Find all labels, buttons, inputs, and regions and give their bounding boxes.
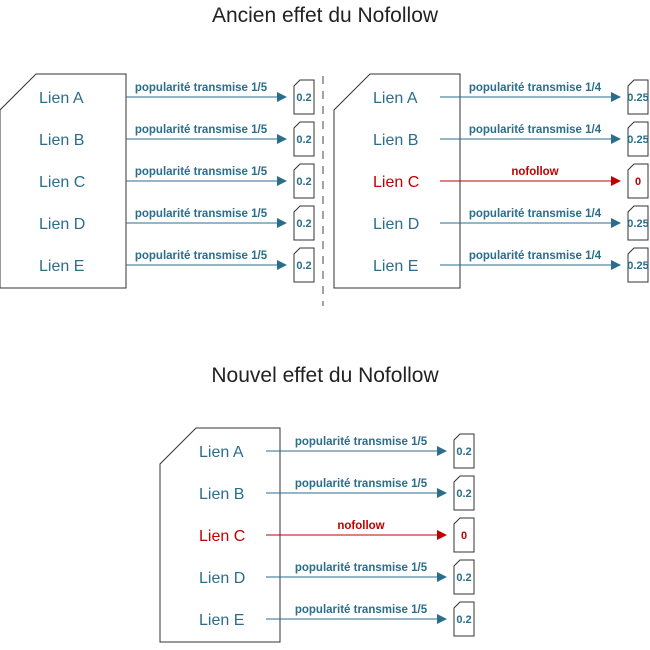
- transmitted-value: 0.2: [296, 176, 311, 188]
- target-document: [627, 247, 649, 283]
- transmitted-value: 0: [461, 530, 467, 542]
- target-document: [453, 475, 475, 511]
- link-name: Lien C: [39, 174, 85, 191]
- transmitted-value: 0.25: [627, 260, 648, 272]
- target-document: [627, 79, 649, 115]
- transmitted-value: 0.2: [456, 614, 471, 626]
- arrow-label: popularité transmise 1/4: [469, 124, 602, 136]
- target-document: [627, 205, 649, 241]
- arrow-label: popularité transmise 1/5: [135, 208, 268, 220]
- link-name: Lien E: [373, 258, 418, 275]
- link-name: Lien C: [199, 528, 245, 545]
- link-name: Lien A: [199, 444, 244, 461]
- link-name: Lien B: [39, 132, 84, 149]
- target-document: [453, 601, 475, 637]
- transmitted-value: 0.2: [456, 446, 471, 458]
- arrow-label: popularité transmise 1/4: [469, 250, 602, 262]
- link-name: Lien B: [373, 132, 418, 149]
- transmitted-value: 0.2: [296, 92, 311, 104]
- page-shape: [0, 73, 127, 289]
- target-document: [453, 517, 475, 553]
- arrow-label: popularité transmise 1/5: [135, 124, 268, 136]
- arrow-label: popularité transmise 1/5: [135, 82, 268, 94]
- transmitted-value: 0: [635, 176, 641, 188]
- title-old-effect: Ancien effet du Nofollow: [211, 4, 439, 27]
- arrow-label: popularité transmise 1/5: [295, 478, 428, 490]
- target-document: [293, 79, 315, 115]
- link-name: Lien E: [199, 612, 244, 629]
- transmitted-value: 0.2: [456, 572, 471, 584]
- arrow-label: nofollow: [511, 166, 558, 178]
- arrow-label: popularité transmise 1/5: [135, 166, 268, 178]
- target-document: [453, 559, 475, 595]
- transmitted-value: 0.2: [296, 260, 311, 272]
- transmitted-value: 0.25: [627, 134, 648, 146]
- target-document: [627, 163, 649, 199]
- link-name: Lien B: [199, 486, 244, 503]
- page-shape: [333, 73, 461, 289]
- transmitted-value: 0.2: [456, 488, 471, 500]
- arrow-label: popularité transmise 1/5: [295, 436, 428, 448]
- transmitted-value: 0.2: [296, 134, 311, 146]
- link-name: Lien C: [373, 174, 419, 191]
- target-document: [453, 433, 475, 469]
- page-shape: [159, 427, 281, 643]
- link-name: Lien A: [373, 90, 418, 107]
- link-name: Lien E: [39, 258, 84, 275]
- arrow-label: nofollow: [337, 520, 384, 532]
- target-document: [293, 121, 315, 157]
- transmitted-value: 0.25: [627, 92, 648, 104]
- link-name: Lien D: [199, 570, 245, 587]
- link-name: Lien A: [39, 90, 84, 107]
- arrow-label: popularité transmise 1/5: [135, 250, 268, 262]
- target-document: [293, 247, 315, 283]
- target-document: [293, 163, 315, 199]
- transmitted-value: 0.25: [627, 218, 648, 230]
- arrow-label: popularité transmise 1/5: [295, 604, 428, 616]
- link-name: Lien D: [373, 216, 419, 233]
- transmitted-value: 0.2: [296, 218, 311, 230]
- arrow-label: popularité transmise 1/5: [295, 562, 428, 574]
- arrow-label: popularité transmise 1/4: [469, 208, 602, 220]
- link-name: Lien D: [39, 216, 85, 233]
- target-document: [293, 205, 315, 241]
- title-new-effect: Nouvel effet du Nofollow: [211, 364, 439, 387]
- arrow-label: popularité transmise 1/4: [469, 82, 602, 94]
- target-document: [627, 121, 649, 157]
